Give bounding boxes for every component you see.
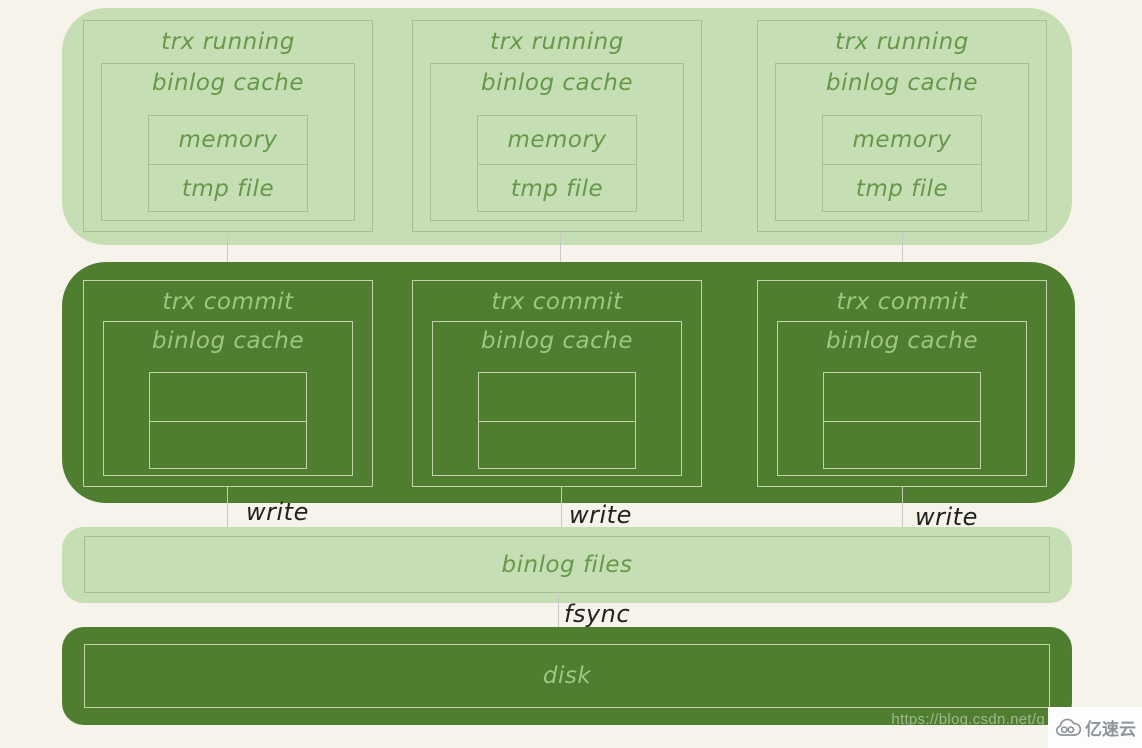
binlog-cache-box: binlog cache xyxy=(103,321,353,476)
arrow-line xyxy=(558,592,559,633)
binlog-cache-box: binlog cache memory tmp file xyxy=(101,63,355,221)
binlog-cache-title: binlog cache xyxy=(480,70,634,96)
arrow-line xyxy=(560,232,561,272)
empty-cell xyxy=(824,373,980,421)
binlog-cache-title: binlog cache xyxy=(151,70,305,96)
watermark-url: https://blog.csdn.net/q xyxy=(891,711,1045,728)
trx-running-title: trx running xyxy=(490,29,624,55)
binlog-cache-box: binlog cache memory tmp file xyxy=(430,63,684,221)
fsync-label: fsync xyxy=(564,600,631,628)
trx-commit-title: trx commit xyxy=(836,289,968,315)
cloud-icon xyxy=(1054,717,1082,739)
memory-cell: memory xyxy=(507,127,607,153)
trx-commit-box: trx commit binlog cache xyxy=(757,280,1047,487)
binlog-cache-title: binlog cache xyxy=(825,70,979,96)
empty-cache-slots xyxy=(149,372,307,469)
write-label: write xyxy=(246,498,309,526)
arrow-line xyxy=(227,232,228,272)
disk-label: disk xyxy=(542,663,592,689)
tmp-file-cell: tmp file xyxy=(149,164,307,213)
memory-tmpfile-stack: memory tmp file xyxy=(148,115,308,212)
trx-commit-title: trx commit xyxy=(491,289,623,315)
binlog-files-label: binlog files xyxy=(501,551,633,578)
trx-running-box: trx running binlog cache memory tmp file xyxy=(757,20,1047,232)
trx-commit-band: trx commit binlog cache trx commit binlo… xyxy=(62,262,1075,503)
binlog-cache-title: binlog cache xyxy=(151,328,305,354)
trx-commit-box: trx commit binlog cache xyxy=(83,280,373,487)
arrow-line xyxy=(227,487,228,528)
empty-cache-slots xyxy=(478,372,636,469)
yisu-cloud-logo: 亿速云 xyxy=(1048,707,1142,748)
binlog-cache-box: binlog cache xyxy=(432,321,682,476)
empty-cell xyxy=(479,421,635,470)
write-label: write xyxy=(915,503,978,531)
trx-commit-box: trx commit binlog cache xyxy=(412,280,702,487)
trx-running-box: trx running binlog cache memory tmp file xyxy=(412,20,702,232)
empty-cell xyxy=(479,373,635,421)
memory-cell: memory xyxy=(178,127,278,153)
binlog-files-band: binlog files xyxy=(62,527,1072,603)
binlog-cache-box: binlog cache memory tmp file xyxy=(775,63,1029,221)
tmp-file-cell: tmp file xyxy=(478,164,636,213)
memory-cell: memory xyxy=(852,127,952,153)
binlog-cache-title: binlog cache xyxy=(825,328,979,354)
memory-tmpfile-stack: memory tmp file xyxy=(477,115,637,212)
arrow-line xyxy=(902,232,903,272)
arrow-line xyxy=(561,487,562,528)
empty-cache-slots xyxy=(823,372,981,469)
binlog-cache-box: binlog cache xyxy=(777,321,1027,476)
trx-running-box: trx running binlog cache memory tmp file xyxy=(83,20,373,232)
arrow-line xyxy=(902,487,903,528)
binlog-files-box: binlog files xyxy=(84,536,1050,593)
empty-cell xyxy=(824,421,980,470)
trx-running-band: trx running binlog cache memory tmp file… xyxy=(62,8,1072,245)
empty-cell xyxy=(150,421,306,470)
tmp-file-cell: tmp file xyxy=(823,164,981,213)
write-label: write xyxy=(569,501,632,529)
trx-running-title: trx running xyxy=(835,29,969,55)
trx-running-title: trx running xyxy=(161,29,295,55)
binlog-cache-title: binlog cache xyxy=(480,328,634,354)
trx-commit-title: trx commit xyxy=(162,289,294,315)
disk-box: disk xyxy=(84,644,1050,708)
memory-tmpfile-stack: memory tmp file xyxy=(822,115,982,212)
empty-cell xyxy=(150,373,306,421)
disk-band: disk xyxy=(62,627,1072,725)
logo-text: 亿速云 xyxy=(1085,720,1136,740)
